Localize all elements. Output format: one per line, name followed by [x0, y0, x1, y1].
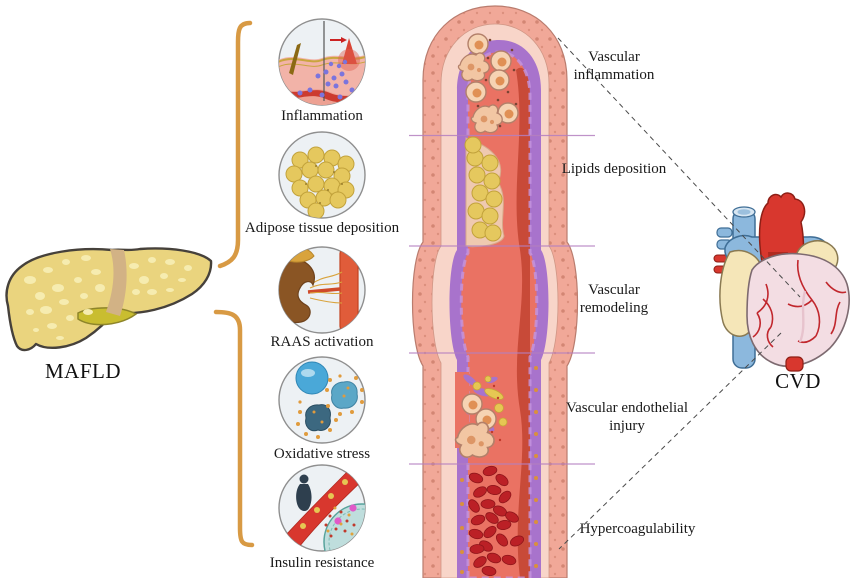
mechanism-label-adipose: Adipose tissue deposition	[244, 220, 400, 236]
coronary-arteries	[752, 259, 847, 348]
heart-illustration	[713, 192, 850, 372]
stage-label-lipids-deposition: Lipids deposition	[561, 161, 667, 177]
bracket-top	[217, 20, 253, 269]
blood-vessel-illustration	[411, 5, 579, 578]
skin-inflammation-icon	[278, 18, 366, 106]
mechanism-label-insulin: Insulin resistance	[269, 555, 375, 571]
endothelium-dots	[460, 366, 538, 574]
stage-label-vascular-remodeling: Vascular remodeling	[579, 282, 649, 317]
stage-label-hypercoagulability: Hypercoagulability	[579, 521, 696, 537]
stage-divider-lines	[409, 134, 595, 465]
vessel-section-inflammation	[457, 33, 519, 134]
liver-ligament	[106, 249, 127, 316]
liver-fat-spots	[24, 255, 192, 340]
stage-label-endothelial-injury: Vascular endothelial injury	[565, 400, 689, 435]
kidney-vessel-icon	[278, 246, 366, 334]
adipocyte-cluster-icon	[278, 131, 366, 219]
dashed-line-bottom	[558, 332, 782, 550]
mechanism-label-raas: RAAS activation	[270, 334, 374, 350]
fatty-liver-illustration	[5, 247, 213, 352]
vessel-section-injury	[454, 372, 508, 458]
cells-ros-icon	[278, 356, 366, 444]
stage-label-vascular-inflammation: Vascular inflammation	[573, 49, 655, 84]
zoom-connector-lines	[557, 37, 801, 550]
mechanism-label-inflammation: Inflammation	[281, 108, 363, 124]
mafld-label: MAFLD	[44, 359, 121, 383]
mechanism-label-oxidative: Oxidative stress	[273, 446, 371, 462]
bracket-bottom	[213, 309, 255, 548]
vessel-flow-streak	[516, 67, 530, 578]
cvd-label: CVD	[775, 369, 821, 393]
